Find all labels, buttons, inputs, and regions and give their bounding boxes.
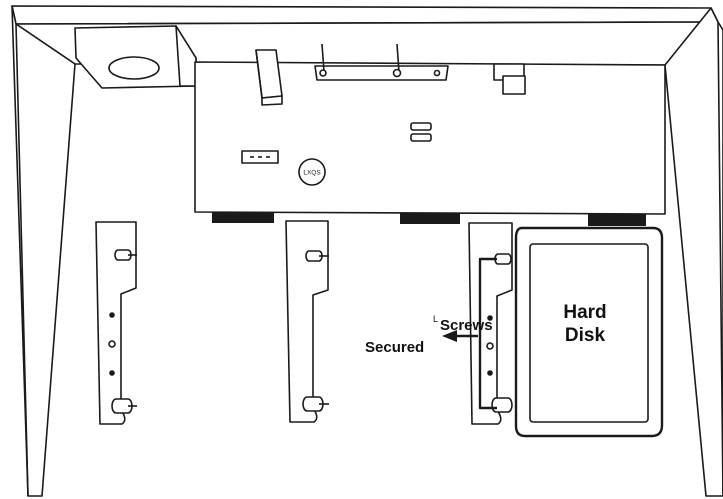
- bracket-hole-icon: [486, 342, 494, 350]
- power-block: [255, 49, 283, 106]
- board-power-connector: [241, 150, 279, 164]
- screw-indicator: [478, 257, 497, 410]
- bracket-hole-icon: [108, 340, 116, 348]
- connector-screw-icon: [392, 68, 402, 78]
- bracket-hole-icon: [109, 312, 115, 318]
- bracket-hole-icon: [109, 370, 115, 376]
- chip-label: LXQS: [303, 170, 321, 177]
- screws-label: Screws: [440, 317, 493, 334]
- hdd-bracket-1: [95, 221, 137, 425]
- hard-disk-label-line2: Disk: [565, 325, 606, 346]
- bracket-hole-icon: [487, 370, 493, 376]
- screws-label-prefix: L: [433, 314, 438, 324]
- hard-disk: [514, 226, 664, 438]
- small-component: [493, 63, 526, 95]
- board-pads: [212, 212, 646, 226]
- hard-disk-label-line1: Hard: [563, 302, 606, 323]
- rear-connector-strip: [314, 43, 449, 81]
- fan-housing: [74, 25, 198, 89]
- secured-arrow-icon: [442, 330, 478, 342]
- secured-label: Secured: [365, 339, 424, 356]
- fan-icon: [108, 56, 160, 80]
- bracket-hole-icon: [487, 315, 493, 321]
- chassis-right-wall: [664, 7, 723, 497]
- sata-connectors: [410, 122, 432, 142]
- board-chip: LXQS: [298, 158, 326, 186]
- connector-screw-icon: [319, 69, 327, 77]
- hdd-bracket-2: [285, 220, 329, 423]
- connector-screw-icon: [433, 69, 441, 77]
